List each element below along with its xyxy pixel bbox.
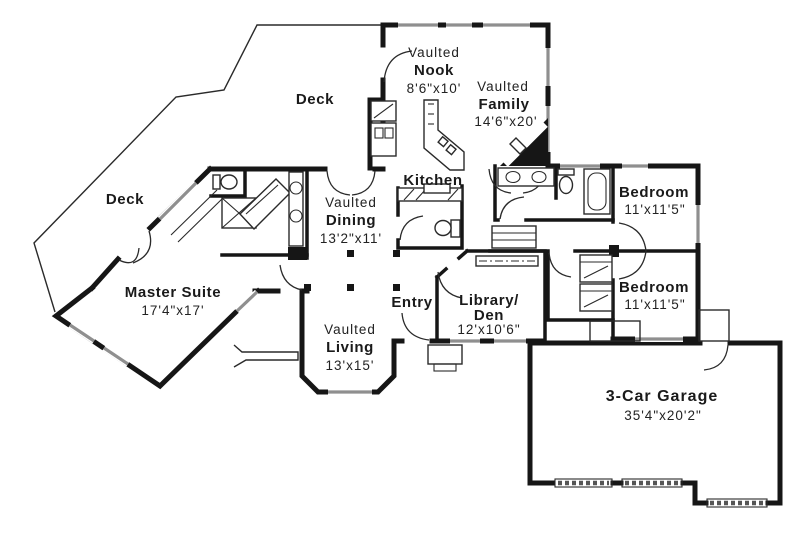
master-vanity xyxy=(288,171,304,247)
exterior-walls xyxy=(51,22,783,506)
deck-stair xyxy=(233,344,299,368)
room-label-library-dims: 12'x10'6" xyxy=(457,322,520,337)
room-label-living-dims: 13'x15' xyxy=(326,358,375,373)
fireplace xyxy=(500,118,548,167)
room-label-garage-dims: 35'4"x20'2" xyxy=(624,408,702,423)
room-label-dining: Dining xyxy=(326,212,376,229)
room-label-family: Family xyxy=(478,96,529,113)
room-label-bedroom1-dims: 11'x11'5" xyxy=(624,202,685,217)
room-label-bedroom2: Bedroom xyxy=(619,279,689,296)
garage-doors xyxy=(554,478,768,508)
bookcase xyxy=(475,255,539,267)
room-label-entry: Entry xyxy=(391,294,432,311)
wardrobe-lines xyxy=(170,189,225,243)
room-label-library-line1: Library/ xyxy=(459,292,519,309)
room-label-family-dims: 14'6"x20' xyxy=(474,114,537,129)
room-label-dining-dims: 13'2"x11' xyxy=(320,231,382,246)
room-label-kitchen: Kitchen xyxy=(403,172,462,189)
porch xyxy=(427,344,463,372)
fixtures xyxy=(170,99,768,508)
room-label-dining-prefix: Vaulted xyxy=(325,195,377,210)
washer-dryer xyxy=(579,254,613,312)
room-label-family-prefix: Vaulted xyxy=(477,79,529,94)
room-label-nook: Nook xyxy=(414,62,454,79)
room-label-nook-prefix: Vaulted xyxy=(408,45,460,60)
bathtub xyxy=(583,168,611,215)
columns xyxy=(304,250,400,291)
bath-vanity xyxy=(497,167,555,187)
room-label-living-prefix: Vaulted xyxy=(324,322,376,337)
room-labels: Deck Deck Vaulted Nook 8'6"x10' Vaulted … xyxy=(106,45,719,423)
door-swings xyxy=(118,50,729,371)
room-label-nook-dims: 8'6"x10' xyxy=(407,81,462,96)
room-label-deck-top: Deck xyxy=(296,91,334,108)
interior-walls xyxy=(209,164,700,343)
refrigerator xyxy=(370,100,397,157)
kitchen-island xyxy=(423,99,465,171)
hall-closet xyxy=(491,225,537,249)
vestibule xyxy=(589,309,730,342)
room-label-master-suite: Master Suite xyxy=(125,284,221,301)
kitchen-counter xyxy=(397,183,463,202)
room-label-bedroom2-dims: 11'x11'5" xyxy=(624,297,685,312)
room-label-deck-left: Deck xyxy=(106,191,144,208)
room-label-bedroom1: Bedroom xyxy=(619,184,689,201)
room-label-garage: 3-Car Garage xyxy=(606,388,719,405)
toilet-master xyxy=(212,174,238,190)
room-label-library-line2: Den xyxy=(474,307,504,324)
toilet-half-bath xyxy=(434,219,461,238)
toilet-hall-bath xyxy=(557,168,575,195)
room-label-living: Living xyxy=(326,339,374,356)
room-label-master-suite-dims: 17'4"x17' xyxy=(141,303,204,318)
